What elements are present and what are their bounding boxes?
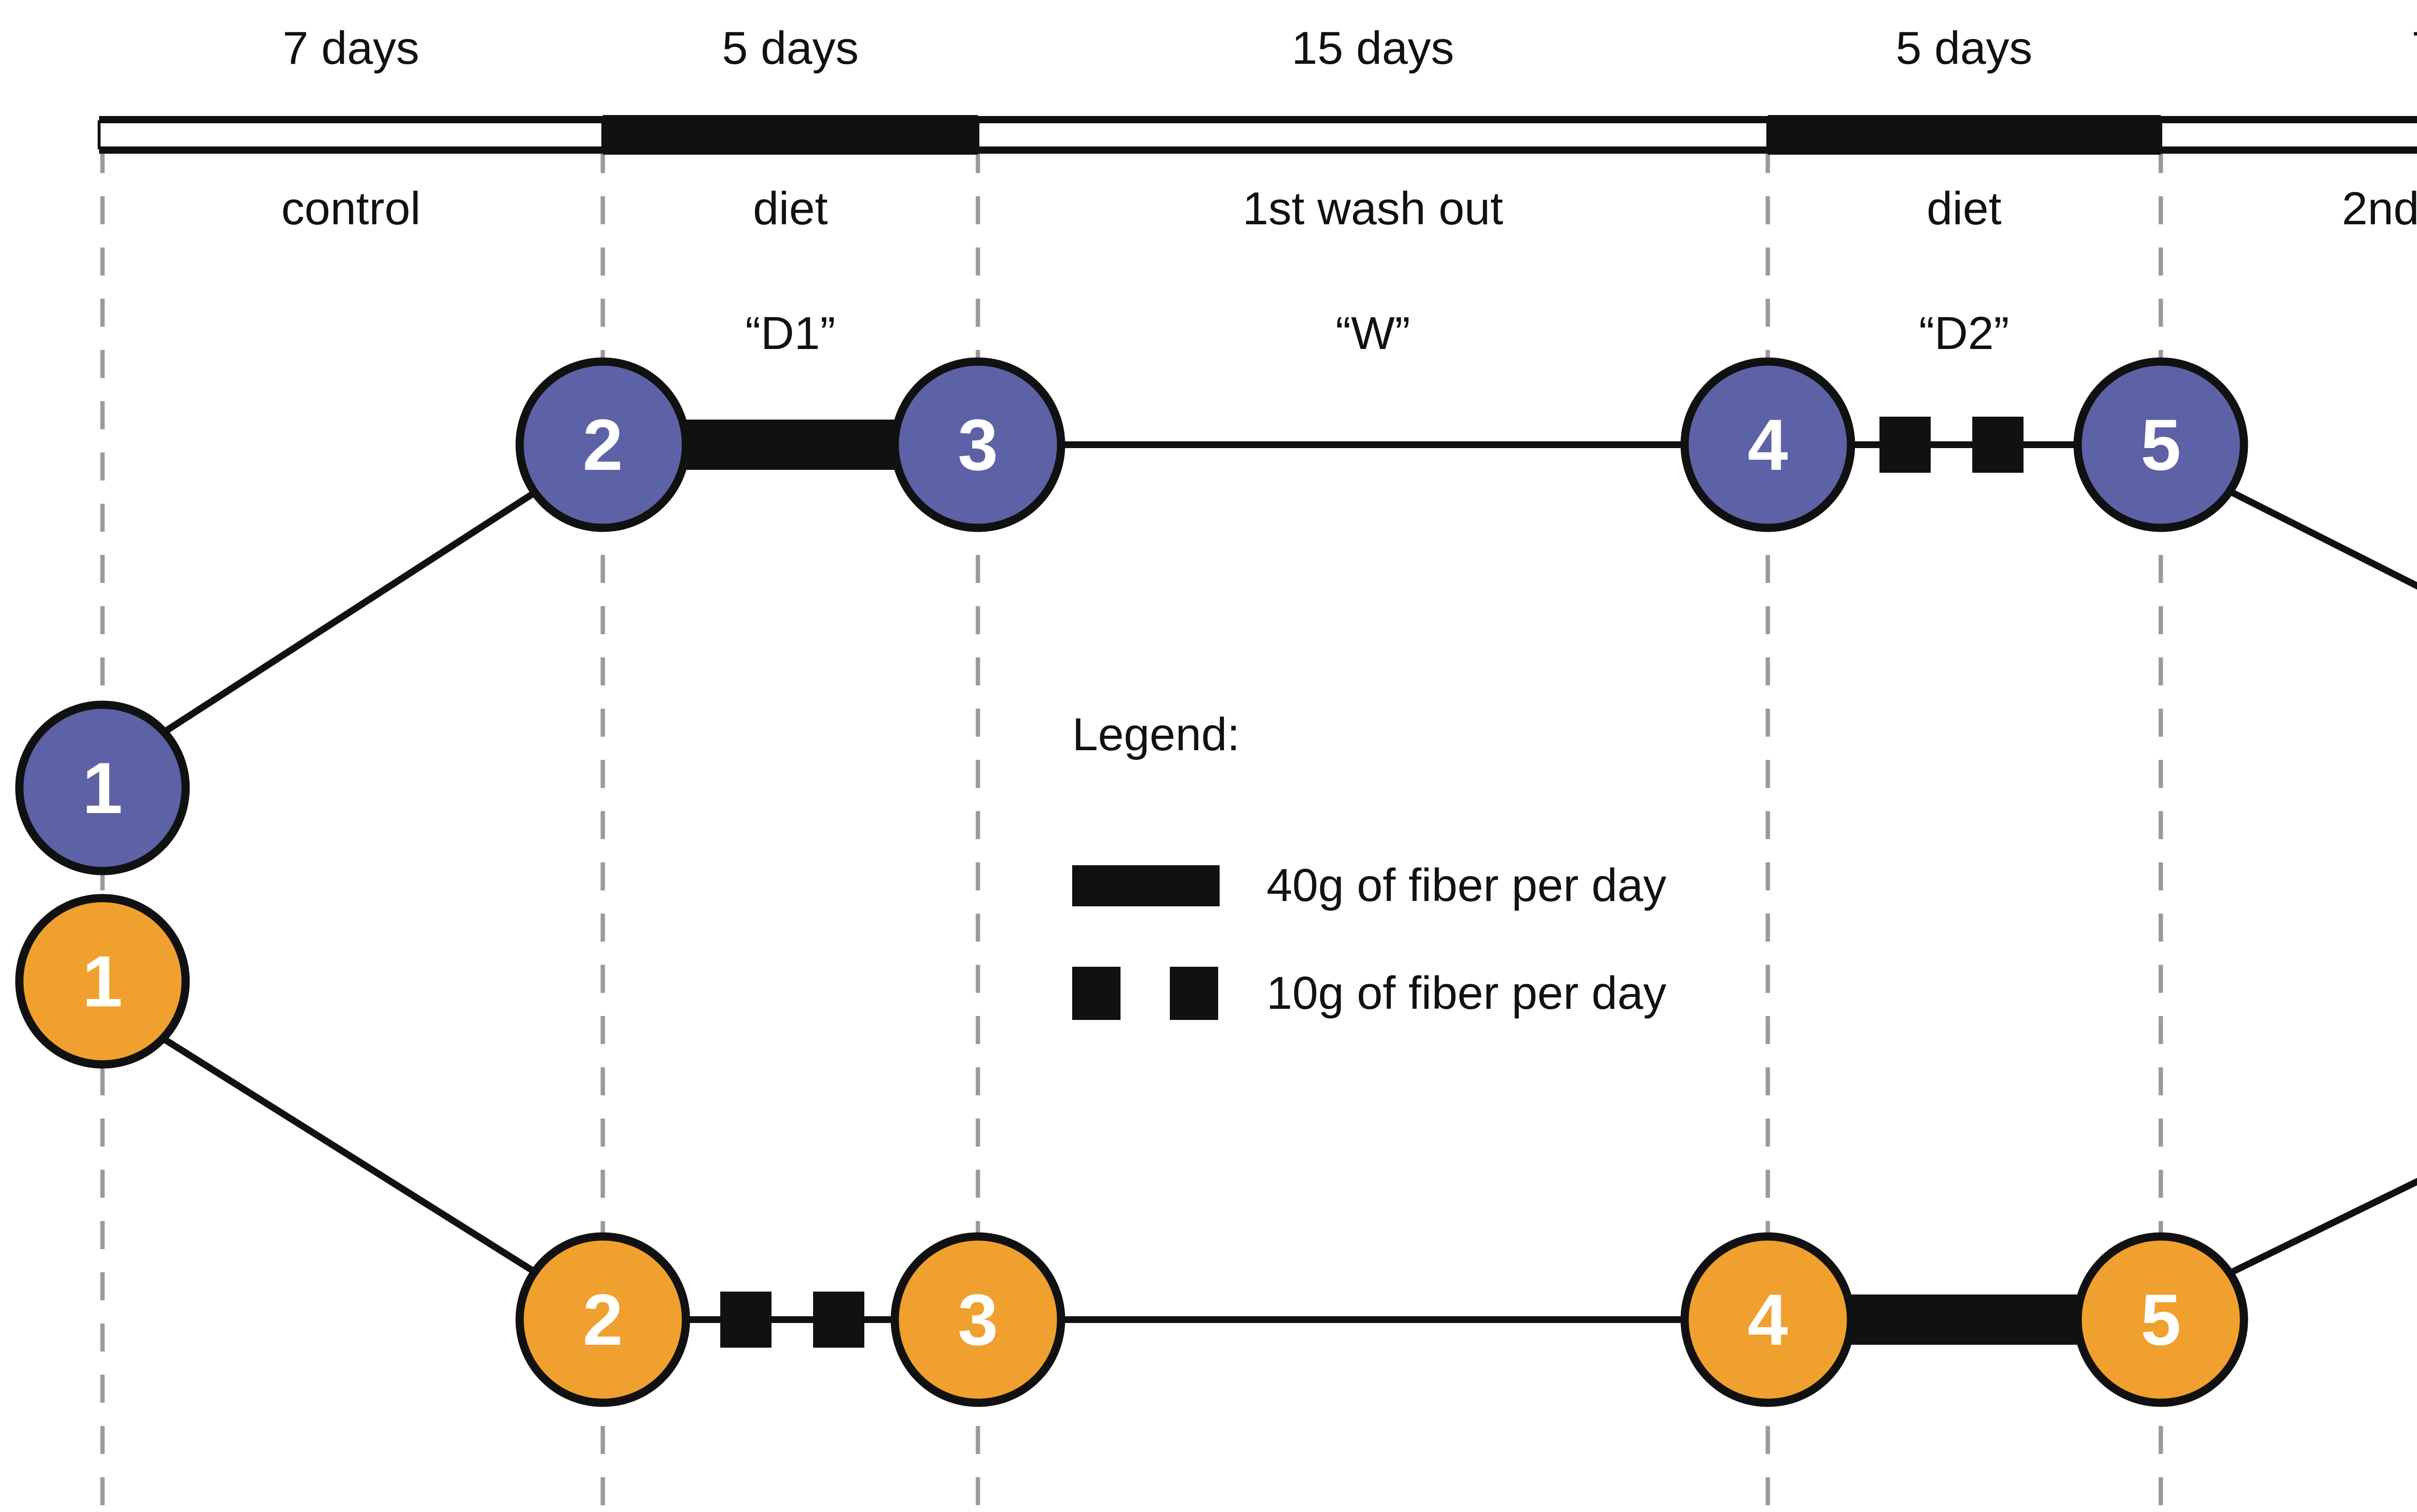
phase-label-washout-1: 1st wash out (1242, 183, 1503, 234)
node-b-5[interactable] (2073, 1232, 2248, 1407)
node-b-1[interactable] (15, 894, 190, 1069)
edge-b-2-3-dot-2 (813, 1292, 864, 1348)
node-a-1[interactable] (15, 700, 190, 875)
edge-a-2-3-thick (667, 420, 918, 470)
edge-a-4-5-dotted (1837, 417, 2100, 473)
edge-b-4-5-thick (1832, 1294, 2100, 1345)
node-b-3[interactable] (890, 1232, 1065, 1407)
edge-b-5-6-thin (2222, 1178, 2417, 1279)
edge-b-1-2-thin (143, 1024, 543, 1279)
edge-a-4-5-dot-2 (1972, 417, 2024, 473)
node-a-4[interactable] (1680, 357, 1855, 532)
edge-b-2-3-dotted (677, 1292, 914, 1348)
legend-swatches (1072, 865, 1220, 1020)
legend-label-40g: 40g of fiber per day (1267, 859, 1667, 911)
duration-label-4: 5 days (1895, 22, 2033, 74)
legend-swatch-dotted-icon-1 (1072, 967, 1121, 1020)
period-code-w: “W” (1335, 307, 1411, 359)
node-a-5[interactable] (2073, 357, 2248, 532)
legend-swatch-thick-icon (1072, 865, 1220, 906)
legend-label-10g: 10g of fiber per day (1267, 967, 1667, 1019)
duration-label-3: 15 days (1291, 22, 1455, 74)
phase-label-diet-1: diet (753, 183, 828, 234)
edge-a-4-5-dot-1 (1879, 417, 1931, 473)
arm-b-nodes (15, 894, 2248, 1407)
arm-a-connectors (143, 417, 2417, 747)
arm-b-connectors (143, 1024, 2417, 1348)
node-a-3[interactable] (890, 357, 1065, 532)
timeline-segment-washout-2 (2159, 120, 2417, 149)
duration-label-5: 7 days (2412, 22, 2417, 75)
node-a-2[interactable] (515, 357, 690, 532)
edge-a-1-2-thin (143, 485, 543, 747)
node-b-2[interactable] (515, 1232, 690, 1407)
phase-label-diet-2: diet (1926, 183, 2002, 234)
period-code-d2: “D2” (1919, 307, 2009, 359)
edge-a-5-6-thin (2222, 485, 2417, 590)
period-code-d1: “D1” (745, 307, 836, 359)
timeline-segment-washout-1 (976, 120, 1769, 149)
phase-label-washout-2: 2nd wash out (2342, 183, 2417, 234)
legend-title: Legend: (1072, 709, 1240, 760)
timeline-segment-diet-2 (1768, 115, 2161, 155)
phase-label-control: control (281, 183, 421, 234)
arm-a-nodes (15, 357, 2248, 875)
legend-swatch-dotted-icon-2 (1170, 967, 1218, 1020)
node-b-4[interactable] (1680, 1232, 1855, 1407)
duration-label-1: 7 days (282, 22, 420, 74)
timeline-segment-diet-1 (603, 115, 978, 155)
timeline-segment-control (98, 120, 604, 149)
duration-label-2: 5 days (722, 22, 859, 74)
timeline-bar (98, 115, 2417, 155)
edge-b-2-3-dot-1 (720, 1292, 772, 1348)
